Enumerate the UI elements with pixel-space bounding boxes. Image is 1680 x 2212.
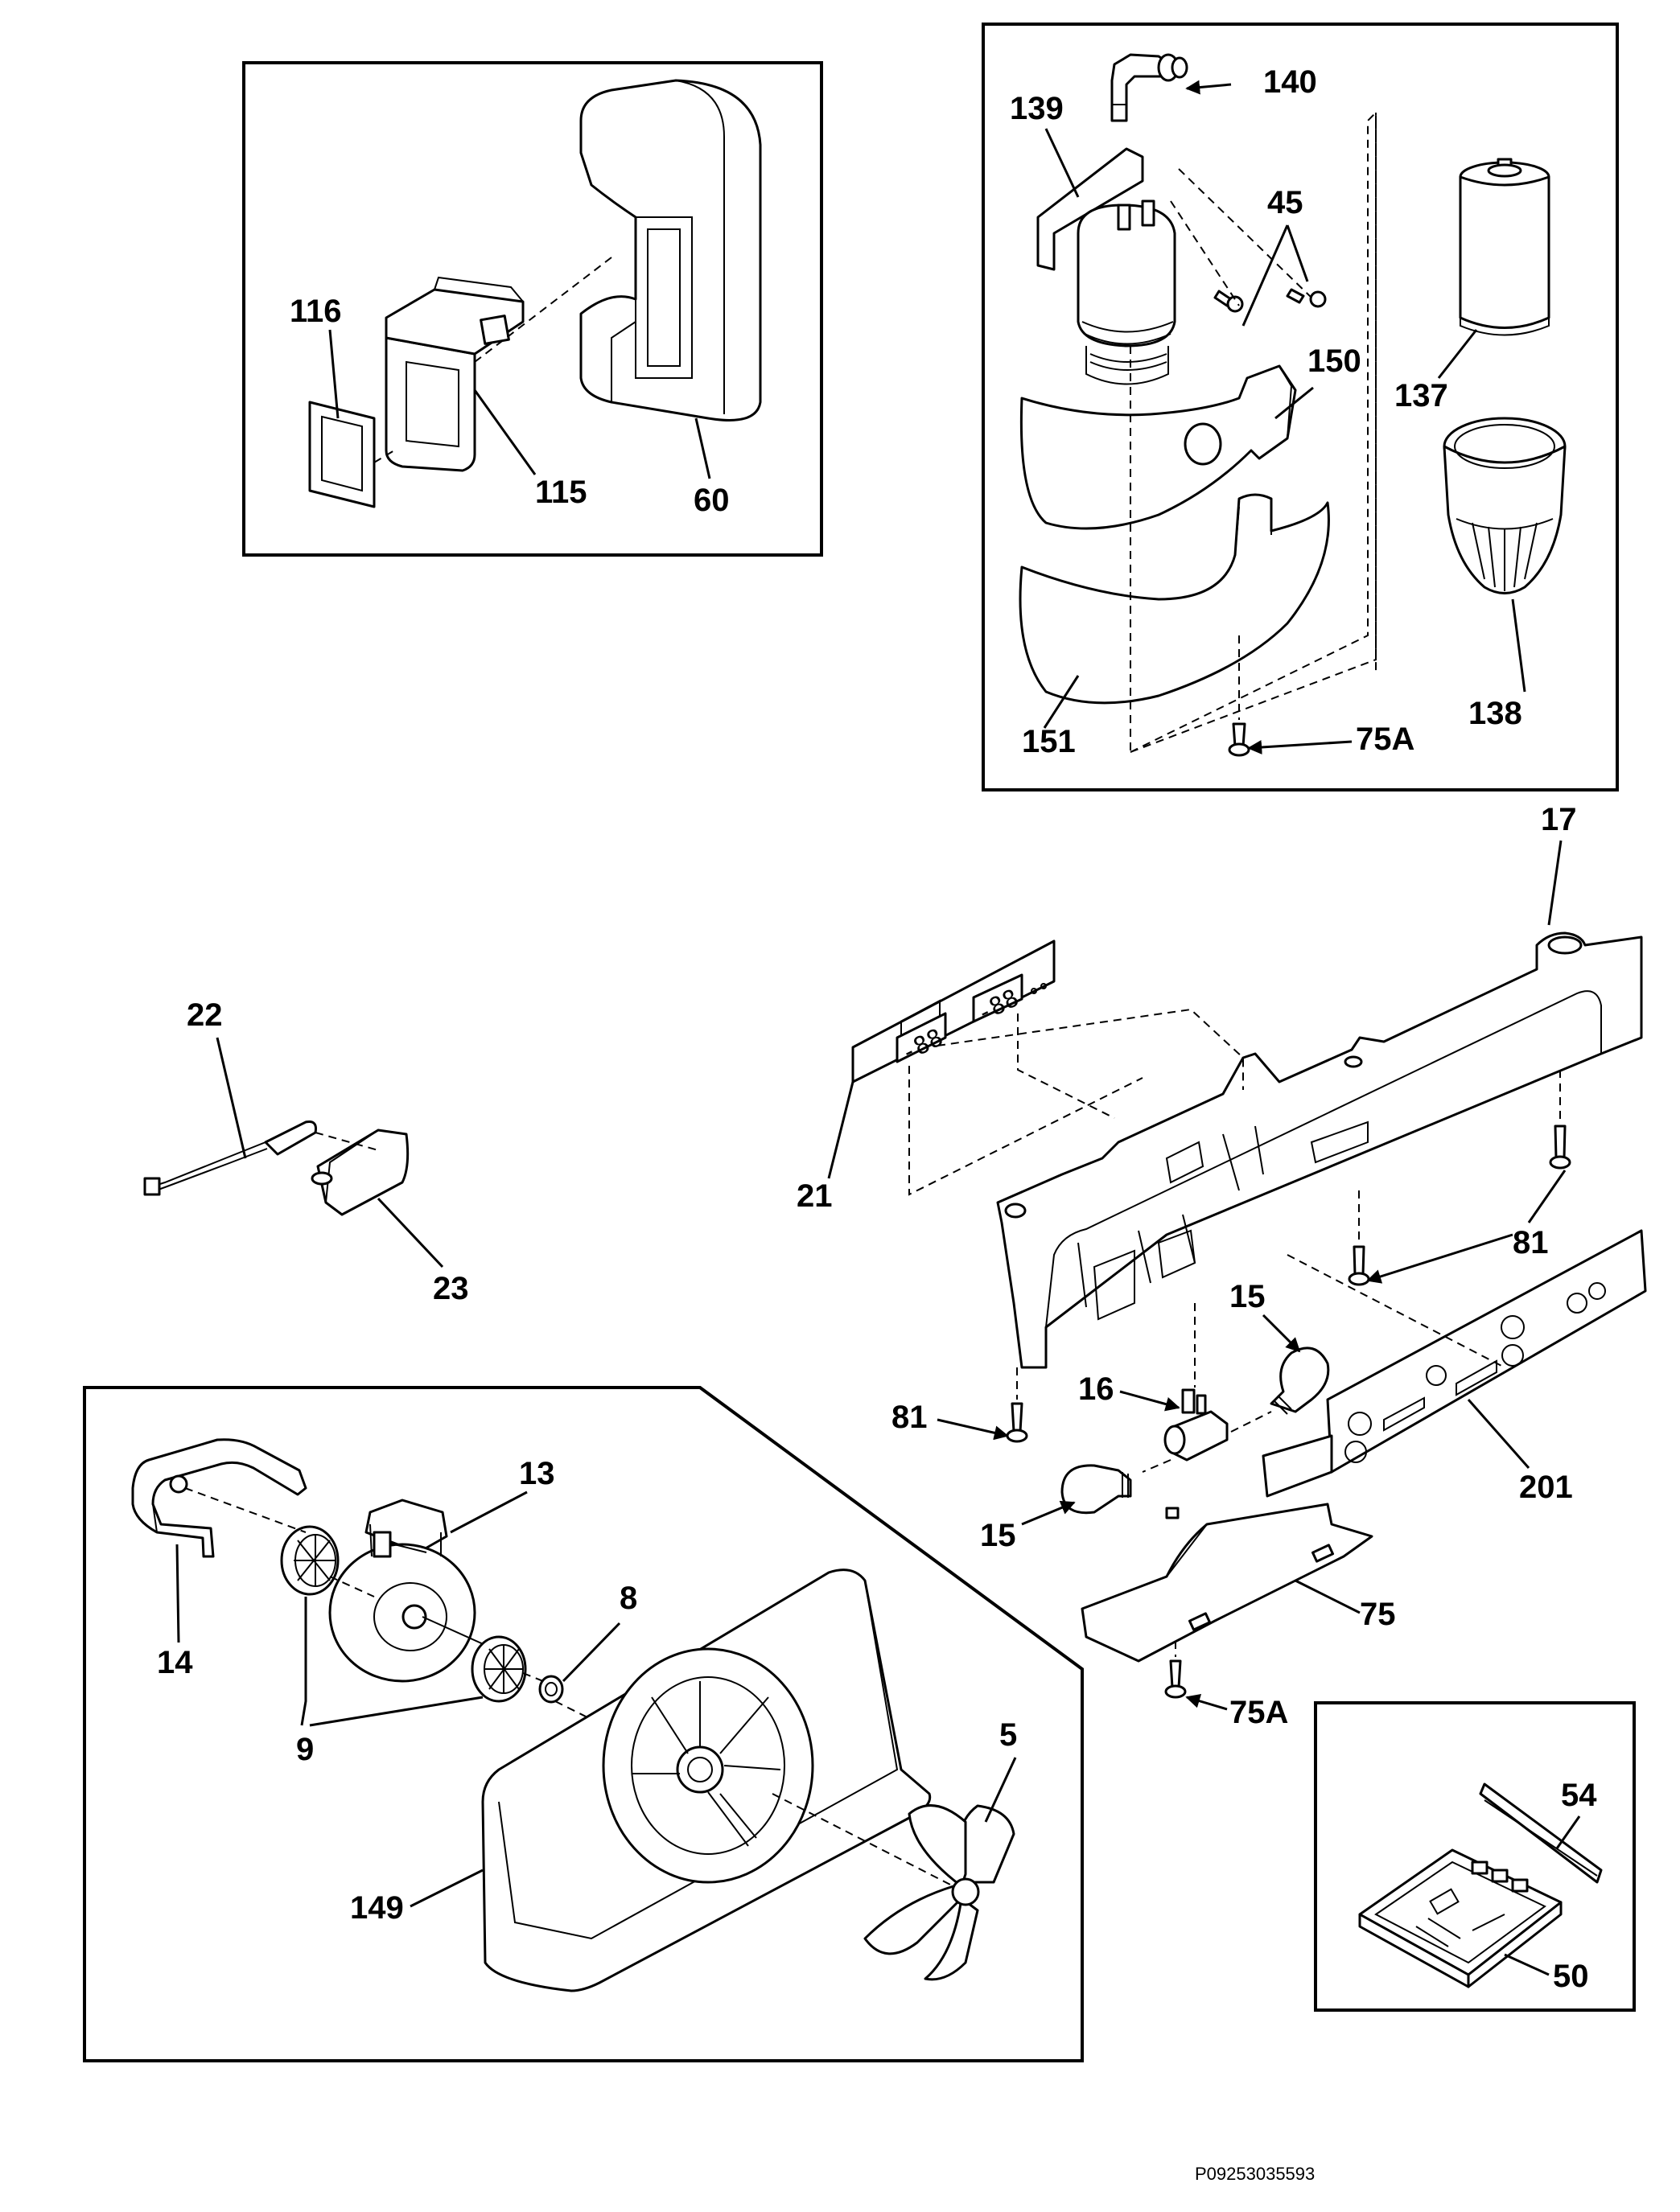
label-9: 9 bbox=[296, 1732, 314, 1767]
label-116: 116 bbox=[290, 294, 342, 329]
label-8: 8 bbox=[620, 1581, 637, 1616]
part-151-filter-cover bbox=[1019, 493, 1330, 705]
part-22-thermistor bbox=[143, 1120, 317, 1196]
label-81-right: 81 bbox=[1513, 1225, 1549, 1260]
label-60: 60 bbox=[694, 483, 730, 518]
part-17-control-housing bbox=[996, 931, 1643, 1369]
label-15-top: 15 bbox=[1229, 1279, 1266, 1314]
label-138: 138 bbox=[1468, 696, 1522, 731]
part-149-fan-shroud bbox=[481, 1569, 932, 1992]
part-201-control-overlay bbox=[1262, 1229, 1647, 1498]
label-201: 201 bbox=[1519, 1470, 1573, 1505]
fan-assembly-frame bbox=[83, 1386, 1084, 2062]
part-75a-screw-top bbox=[1228, 722, 1250, 757]
part-16-lamp-socket bbox=[1163, 1388, 1229, 1462]
part-14-motor-bracket bbox=[131, 1438, 307, 1558]
part-140-elbow-fitting bbox=[1110, 53, 1188, 122]
part-13-fan-motor bbox=[328, 1499, 504, 1683]
part-9-fan-hub-right bbox=[471, 1635, 527, 1703]
label-150: 150 bbox=[1307, 343, 1361, 379]
label-17: 17 bbox=[1541, 802, 1577, 837]
label-140: 140 bbox=[1263, 64, 1317, 100]
part-54-bracket bbox=[1479, 1782, 1603, 1884]
part-50-control-board bbox=[1358, 1848, 1563, 1988]
control-board-frame bbox=[1314, 1701, 1636, 2012]
part-81-screw-left bbox=[1006, 1402, 1028, 1443]
water-filter-frame bbox=[982, 23, 1619, 791]
label-75a-bottom: 75A bbox=[1229, 1695, 1288, 1730]
part-15-bulb-bottom bbox=[1060, 1464, 1132, 1515]
label-75a-top: 75A bbox=[1356, 722, 1414, 757]
label-81-left: 81 bbox=[891, 1400, 928, 1435]
diagram-code: P09253035593 bbox=[1195, 2164, 1315, 2184]
part-21-display-board: -88 -88 bbox=[851, 939, 1056, 1083]
label-21: 21 bbox=[797, 1178, 833, 1214]
part-15-bulb-top bbox=[1270, 1347, 1330, 1415]
label-22: 22 bbox=[187, 997, 223, 1033]
label-115: 115 bbox=[535, 475, 587, 510]
auger-assembly-frame bbox=[242, 61, 823, 557]
part-23-sensor-cover bbox=[311, 1129, 410, 1216]
label-5: 5 bbox=[999, 1717, 1017, 1753]
part-137-filter-cartridge bbox=[1459, 158, 1550, 336]
water-filter-group: 140 139 45 150 bbox=[982, 23, 1619, 791]
part-115-auger-motor bbox=[385, 276, 525, 472]
part-116-gasket bbox=[308, 401, 376, 508]
part-9-fan-hub-left bbox=[280, 1525, 340, 1596]
auger-assembly-group: 116 115 60 bbox=[242, 61, 823, 557]
part-139-filter-head bbox=[1036, 147, 1176, 385]
label-50: 50 bbox=[1553, 1959, 1589, 1994]
label-23: 23 bbox=[433, 1271, 469, 1306]
fan-assembly-group: 14 13 9 bbox=[83, 1386, 1084, 2062]
part-60-housing bbox=[579, 79, 762, 421]
label-13: 13 bbox=[519, 1456, 555, 1491]
part-150-filter-shroud bbox=[1019, 364, 1297, 530]
sensor-group: 22 23 bbox=[143, 997, 469, 1306]
control-board-group: 54 50 bbox=[1314, 1701, 1636, 2012]
part-138-filter-bowl bbox=[1443, 417, 1567, 594]
label-45: 45 bbox=[1267, 185, 1303, 220]
part-81-screw-middle bbox=[1348, 1245, 1370, 1286]
part-81-screw-right bbox=[1549, 1125, 1571, 1170]
label-151: 151 bbox=[1022, 724, 1076, 759]
part-45-screws bbox=[1213, 288, 1327, 313]
part-75-bottom-cover bbox=[1081, 1503, 1373, 1663]
label-16: 16 bbox=[1078, 1371, 1114, 1407]
label-14: 14 bbox=[157, 1645, 193, 1680]
label-139: 139 bbox=[1010, 91, 1064, 126]
control-housing-group: 17 -88 -88 21 81 bbox=[797, 802, 1647, 1730]
label-75: 75 bbox=[1360, 1597, 1396, 1632]
label-15-bottom: 15 bbox=[980, 1518, 1016, 1553]
part-75a-screw-bottom bbox=[1164, 1659, 1187, 1699]
label-54: 54 bbox=[1561, 1778, 1597, 1813]
part-8-washer bbox=[538, 1675, 564, 1704]
label-137: 137 bbox=[1394, 378, 1448, 413]
label-149: 149 bbox=[350, 1890, 404, 1926]
part-5-fan-blade bbox=[863, 1804, 1015, 1981]
